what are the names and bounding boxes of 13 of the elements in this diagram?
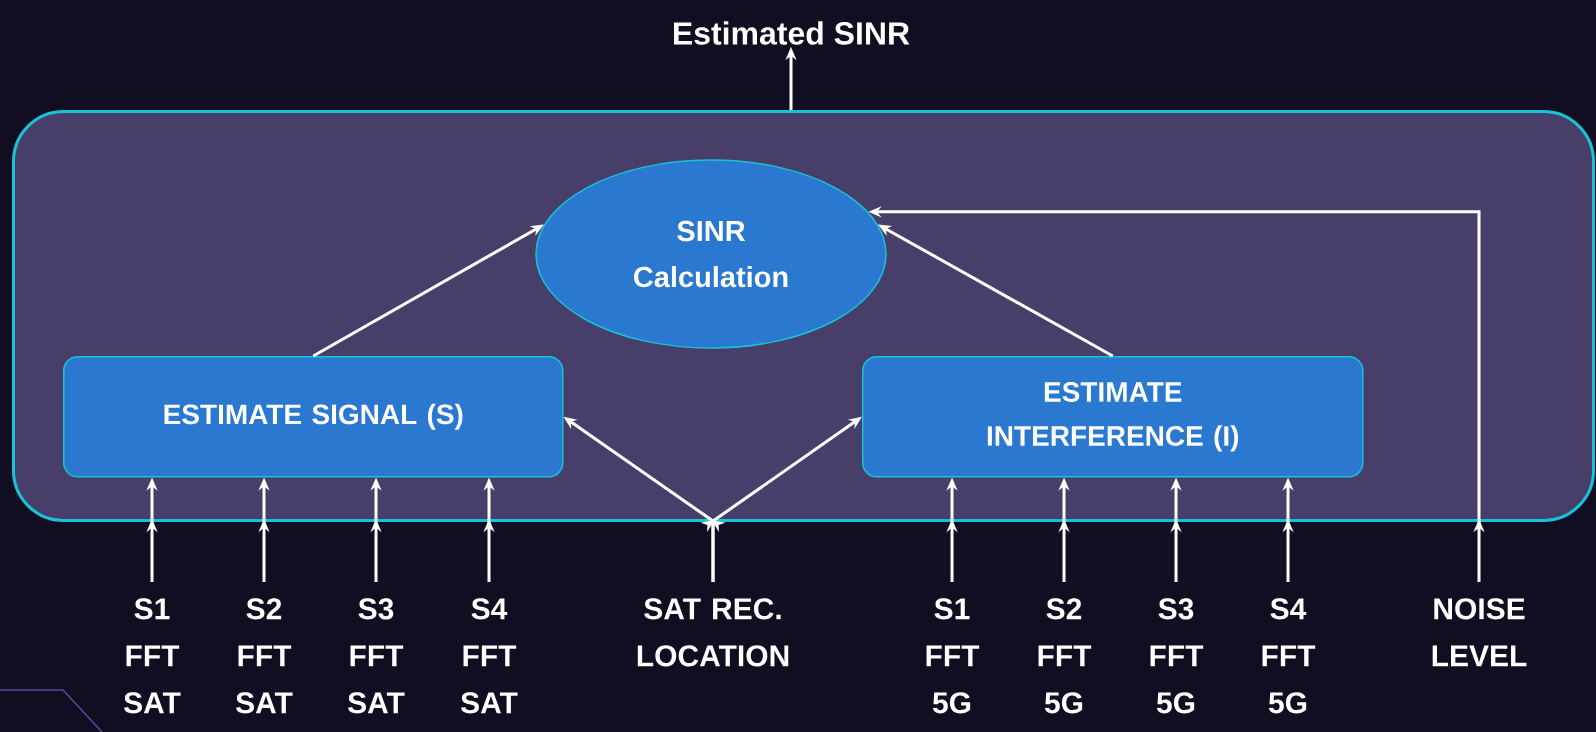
input-label: NOISE LEVEL bbox=[1432, 598, 1527, 667]
input-label: S4 FFT SAT bbox=[461, 598, 518, 714]
input-label: S1 FFT 5G bbox=[926, 598, 980, 714]
input-label: SAT REC. LOCATION bbox=[637, 598, 789, 667]
input-label: S4 FFT 5G bbox=[1262, 598, 1316, 714]
input-label: S3 FFT 5G bbox=[1150, 598, 1204, 714]
input-label: S2 FFT 5G bbox=[1038, 598, 1092, 714]
input-label: S1 FFT SAT bbox=[124, 598, 181, 714]
input-label: S2 FFT SAT bbox=[236, 598, 293, 714]
output-label: Estimated SINR bbox=[674, 21, 910, 45]
process-box: ESTIMATE INTERFERENCE (I) bbox=[862, 356, 1364, 478]
process-box: ESTIMATE SIGNAL (S) bbox=[63, 356, 564, 478]
input-label: S3 FFT SAT bbox=[348, 598, 405, 714]
